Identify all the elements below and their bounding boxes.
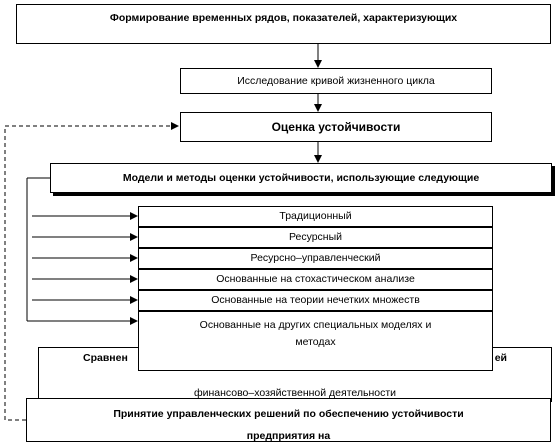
time-series-formation-text: Формирование временных рядов, показателе… (109, 12, 458, 24)
method-item-stochastic: Основанные на стохастическом анализе (138, 269, 493, 290)
method-item-traditional: Традиционный (138, 206, 493, 227)
comparison-text-line2: финансово–хозяйственной деятельности (193, 387, 397, 399)
lifecycle-research-text: Исследование кривой жизненного цикла (237, 75, 435, 87)
lifecycle-research-box: Исследование кривой жизненного цикла (180, 68, 492, 94)
assessment-models-text: Модели и методы оценки устойчивости, исп… (122, 172, 480, 184)
method-item-label: Основанные на других специальных моделях… (199, 319, 432, 348)
stability-assessment-text: Оценка устойчивости (271, 120, 401, 134)
comparison-text-left: Сравнен (83, 352, 128, 364)
method-item-special-models: Основанные на других специальных моделях… (138, 311, 493, 371)
method-item-label: Основанные на стохастическом анализе (216, 273, 415, 285)
comparison-text-right: ей (494, 352, 507, 364)
management-decisions-text-line2: предприятия на (246, 430, 331, 442)
management-decisions-text: Принятие управленческих решений по обесп… (113, 408, 464, 420)
comparison-box: Сравнен ей финансово–хозяйственной деяте… (38, 347, 552, 402)
time-series-formation-box: Формирование временных рядов, показателе… (16, 4, 551, 44)
method-item-resource: Ресурсный (138, 227, 493, 248)
method-item-label: Традиционный (279, 210, 352, 222)
method-item-fuzzy-sets: Основанные на теории нечетких множеств (138, 290, 493, 311)
feedback-dashed-line (4, 122, 179, 421)
assessment-models-box: Модели и методы оценки устойчивости, исп… (50, 163, 552, 193)
method-item-label: Ресурсный (288, 231, 343, 243)
method-item-label: Ресурсно–управленческий (250, 252, 381, 264)
method-item-resource-management: Ресурсно–управленческий (138, 248, 493, 269)
method-item-label: Основанные на теории нечетких множеств (211, 294, 420, 306)
stability-assessment-box: Оценка устойчивости (180, 112, 492, 142)
management-decisions-box: Принятие управленческих решений по обесп… (26, 398, 551, 442)
